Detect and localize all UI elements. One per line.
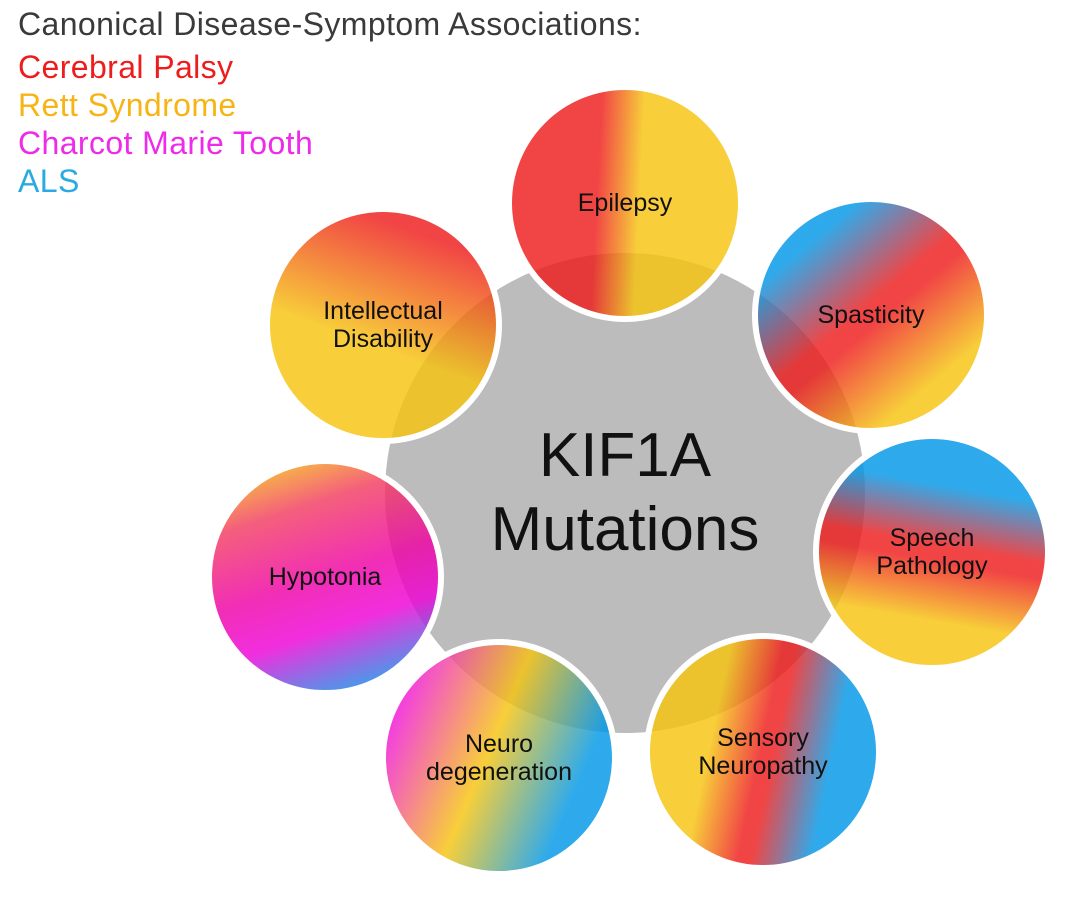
- legend-item-als: ALS: [18, 163, 80, 199]
- symptom-circle-intellectual-disability: Intellectual Disability: [264, 206, 502, 444]
- symptom-label-line: Neuropathy: [698, 752, 828, 780]
- symptom-label: Sensory Neuropathy: [698, 724, 827, 780]
- symptom-label-line: Neuro: [464, 730, 534, 758]
- legend-item-rett-syndrome: Rett Syndrome: [18, 87, 237, 123]
- symptom-circle-spasticity: Spasticity: [752, 196, 990, 434]
- symptom-label-line: Epilepsy: [577, 189, 673, 217]
- symptom-label-line: degeneration: [426, 758, 572, 786]
- symptom-label: Intellectual Disability: [323, 297, 443, 353]
- legend-title: Canonical Disease-Symptom Associations:: [18, 6, 642, 42]
- symptom-circle-epilepsy: Epilepsy: [506, 84, 744, 322]
- symptom-label: Spasticity: [818, 301, 925, 329]
- symptom-label-line: Spasticity: [817, 301, 925, 329]
- legend-item-charcot-marie-tooth: Charcot Marie Tooth: [18, 125, 314, 161]
- symptom-label-line: Hypotonia: [268, 563, 382, 591]
- legend-item-cerebral-palsy: Cerebral Palsy: [18, 49, 234, 85]
- symptom-circle-hypotonia: Hypotonia: [206, 458, 444, 696]
- symptom-label: Neuro degeneration: [426, 730, 572, 786]
- symptom-circle-speech-pathology: Speech Pathology: [813, 433, 1051, 671]
- symptom-circle-neuro-degeneration: Neuro degeneration: [380, 639, 618, 877]
- center-title: KIF1A Mutations: [491, 419, 760, 567]
- legend: Canonical Disease-Symptom Associations: …: [18, 4, 642, 200]
- symptom-label-line: Speech: [889, 524, 975, 552]
- center-title-line: KIF1A: [538, 421, 712, 490]
- symptom-label-line: Pathology: [876, 552, 988, 580]
- symptom-label-line: Disability: [332, 325, 434, 353]
- symptom-label: Speech Pathology: [876, 524, 987, 580]
- symptom-label-line: Sensory: [717, 724, 809, 752]
- symptom-circle-sensory-neuropathy: Sensory Neuropathy: [644, 633, 882, 871]
- symptom-label: Hypotonia: [269, 563, 382, 591]
- center-title-line: Mutations: [490, 495, 760, 564]
- symptom-label-line: Intellectual: [323, 297, 443, 325]
- symptom-label: Epilepsy: [578, 189, 673, 217]
